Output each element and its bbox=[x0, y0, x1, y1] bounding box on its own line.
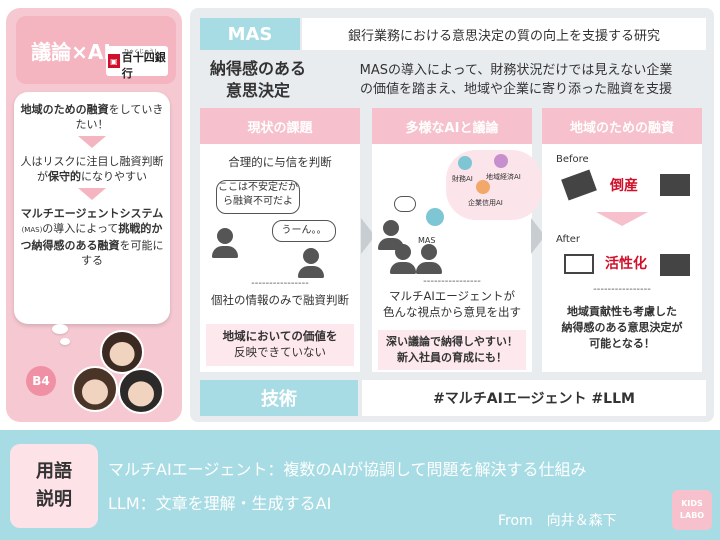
bank-mark-icon: ▣ bbox=[108, 54, 120, 68]
bottom-line1: マルチAIエージェントが bbox=[388, 289, 516, 303]
divider: ---------------- bbox=[593, 284, 651, 295]
down-arrow-icon bbox=[78, 136, 106, 148]
bubble-p1-bold: 地域のための融資 bbox=[20, 103, 109, 116]
bubble-dot bbox=[52, 324, 68, 334]
glossary-term-llm: LLM：文章を理解・生成するAI bbox=[108, 494, 332, 513]
bubble-p2-bold: 保守的 bbox=[48, 170, 81, 183]
bank-kana: ひゃくじゅうし bbox=[124, 49, 160, 55]
column-bottom-text: 個社の情報のみで融資判断 bbox=[211, 293, 349, 307]
brain-icon bbox=[426, 208, 444, 226]
avatar bbox=[100, 330, 144, 374]
result-line3: 可能となる！ bbox=[589, 337, 655, 350]
brain-icon bbox=[476, 180, 490, 194]
section-description: MASの導入によって、財務状況だけでは見えない企業 の価値を踏まえ、地域や企業に… bbox=[320, 61, 712, 99]
column-header: 多様なAIと議論 bbox=[372, 108, 532, 144]
avatar bbox=[72, 366, 118, 412]
before-label: Before bbox=[556, 154, 589, 165]
divider: ---------------- bbox=[251, 278, 309, 289]
column-current-issues: 現状の課題 合理的に与信を判断 ここは不安定だから融資不可だよ うーん。。 --… bbox=[200, 108, 360, 372]
money-icon bbox=[564, 254, 594, 274]
speech-bubble: ここは不安定だから融資不可だよ bbox=[216, 180, 300, 214]
speech-bubble-small bbox=[394, 196, 416, 212]
title-box: 議論×AI ▣ ひゃくじゅうし 百十四銀行 bbox=[16, 16, 176, 84]
glossary-bar bbox=[0, 430, 720, 540]
result-line2: 反映できていない bbox=[234, 345, 326, 359]
person-icon bbox=[212, 228, 238, 258]
column-header: 現状の課題 bbox=[200, 108, 360, 144]
speech-bubble: うーん。。 bbox=[272, 220, 336, 242]
brain-icon bbox=[458, 156, 472, 170]
column-top-text: 合理的に与信を判断 bbox=[228, 155, 332, 169]
thought-bubble: 地域のための融資をしていきたい！ 人はリスクに注目し融資判断が保守的になりやすい… bbox=[14, 92, 170, 324]
result-line1: 深い議論で納得しやすい！ bbox=[386, 335, 518, 348]
result-box: 深い議論で納得しやすい！ 新入社員の育成にも！ bbox=[378, 330, 526, 370]
mas-label: MAS bbox=[418, 236, 436, 245]
chevron-right-icon bbox=[531, 218, 545, 254]
column-regional-financing: 地域のための融資 Before 倒産 After 活性化 -----------… bbox=[542, 108, 702, 372]
down-arrow-icon bbox=[596, 212, 648, 226]
before-status: 倒産 bbox=[610, 178, 638, 194]
bubble-paragraph-2: 人はリスクに注目し融資判断が保守的になりやすい bbox=[20, 154, 164, 184]
section-subtitle: 納得感のある 意思決定 bbox=[200, 58, 316, 102]
subdesc-line1: MASの導入によって、財務状況だけでは見えない企業 bbox=[359, 63, 673, 78]
bubble-p3-a: の導入によって bbox=[42, 222, 119, 235]
bubble-p3-bold1: マルチエージェントシステム bbox=[20, 207, 164, 220]
ai-label-credit: 企業信用AI bbox=[468, 199, 503, 207]
logo-line2: LABO bbox=[679, 511, 705, 520]
ai-cluster: 財務AI 地域経済AI 企業信用AI bbox=[446, 150, 542, 220]
after-status: 活性化 bbox=[605, 256, 647, 272]
bubble-p3-bold2: 挑戦的かつ納得感のある融資 bbox=[20, 222, 163, 252]
ai-label-finance: 財務AI bbox=[452, 175, 473, 183]
column-header: 地域のための融資 bbox=[542, 108, 702, 144]
subdesc-line2: の価値を踏まえ、地域や企業に寄り添った融資を支援 bbox=[359, 82, 672, 97]
mas-tag: MAS bbox=[200, 18, 300, 50]
money-icon bbox=[561, 169, 597, 201]
bubble-paragraph-1: 地域のための融資をしていきたい！ bbox=[20, 102, 164, 132]
glossary-term-mas: マルチAIエージェント：複数のAIが協調して問題を解決する仕組み bbox=[108, 460, 587, 479]
subtitle-line2: 意思決定 bbox=[225, 81, 290, 100]
bubble-p2-b: になりやすい bbox=[81, 170, 147, 183]
mas-description: 銀行業務における意思決定の質の向上を支援する研究 bbox=[302, 18, 706, 50]
bubble-p3-b: を可能にする bbox=[81, 239, 164, 267]
ai-label-regional: 地域経済AI bbox=[486, 173, 521, 181]
chevron-right-icon bbox=[361, 218, 375, 254]
down-arrow-icon bbox=[78, 188, 106, 200]
authors: From 向井＆森下 bbox=[498, 513, 617, 529]
glossary-title: 用語 説明 bbox=[10, 444, 98, 528]
bubble-p3-small: (MAS) bbox=[21, 226, 43, 234]
person-icon bbox=[298, 248, 324, 278]
bubble-p2-a: 人はリスクに注目し融資判断が bbox=[20, 155, 164, 183]
result-line1: 地域貢献性も考慮した bbox=[567, 305, 677, 318]
bank-logo: ▣ ひゃくじゅうし 百十四銀行 bbox=[106, 46, 168, 80]
subtitle-line1: 納得感のある bbox=[209, 59, 306, 78]
grade-badge: B4 bbox=[26, 366, 56, 396]
tech-tag: 技術 bbox=[200, 380, 358, 416]
logo-line1: KIDS bbox=[681, 499, 703, 508]
after-label: After bbox=[556, 234, 581, 245]
bubble-p1-rest: をしていきたい！ bbox=[75, 103, 164, 131]
column-diverse-ai: 多様なAIと議論 MAS ---------------- マルチAIエージェン… bbox=[372, 108, 532, 372]
person-icon bbox=[390, 244, 416, 274]
person-icon bbox=[416, 244, 442, 274]
bubble-paragraph-3: マルチエージェントシステム (MAS)の導入によって挑戦的かつ納得感のある融資を可… bbox=[20, 206, 164, 268]
bubble-dot bbox=[60, 338, 70, 345]
bank-name: 百十四銀行 bbox=[121, 51, 166, 80]
result-line2: 納得感のある意思決定が bbox=[561, 321, 683, 334]
factory-icon bbox=[660, 174, 690, 196]
divider: ---------------- bbox=[423, 276, 481, 287]
glossary-title-line1: 用語 bbox=[36, 461, 72, 482]
result-box: 地域においての価値を 反映できていない bbox=[206, 324, 354, 366]
poster-title: 議論×AI bbox=[31, 40, 111, 64]
result-line1: 地域においての価値を bbox=[222, 329, 338, 343]
brain-icon bbox=[494, 154, 508, 168]
result-line2: 新入社員の育成にも！ bbox=[397, 351, 507, 364]
tech-description: #マルチAIエージェント #LLM bbox=[362, 380, 706, 416]
avatar bbox=[118, 368, 164, 414]
kids-labo-logo: KIDS LABO bbox=[672, 490, 712, 530]
glossary-title-line2: 説明 bbox=[36, 489, 72, 510]
bottom-line2: 色んな視点から意見を出す bbox=[383, 305, 521, 319]
factory-icon bbox=[660, 254, 690, 276]
